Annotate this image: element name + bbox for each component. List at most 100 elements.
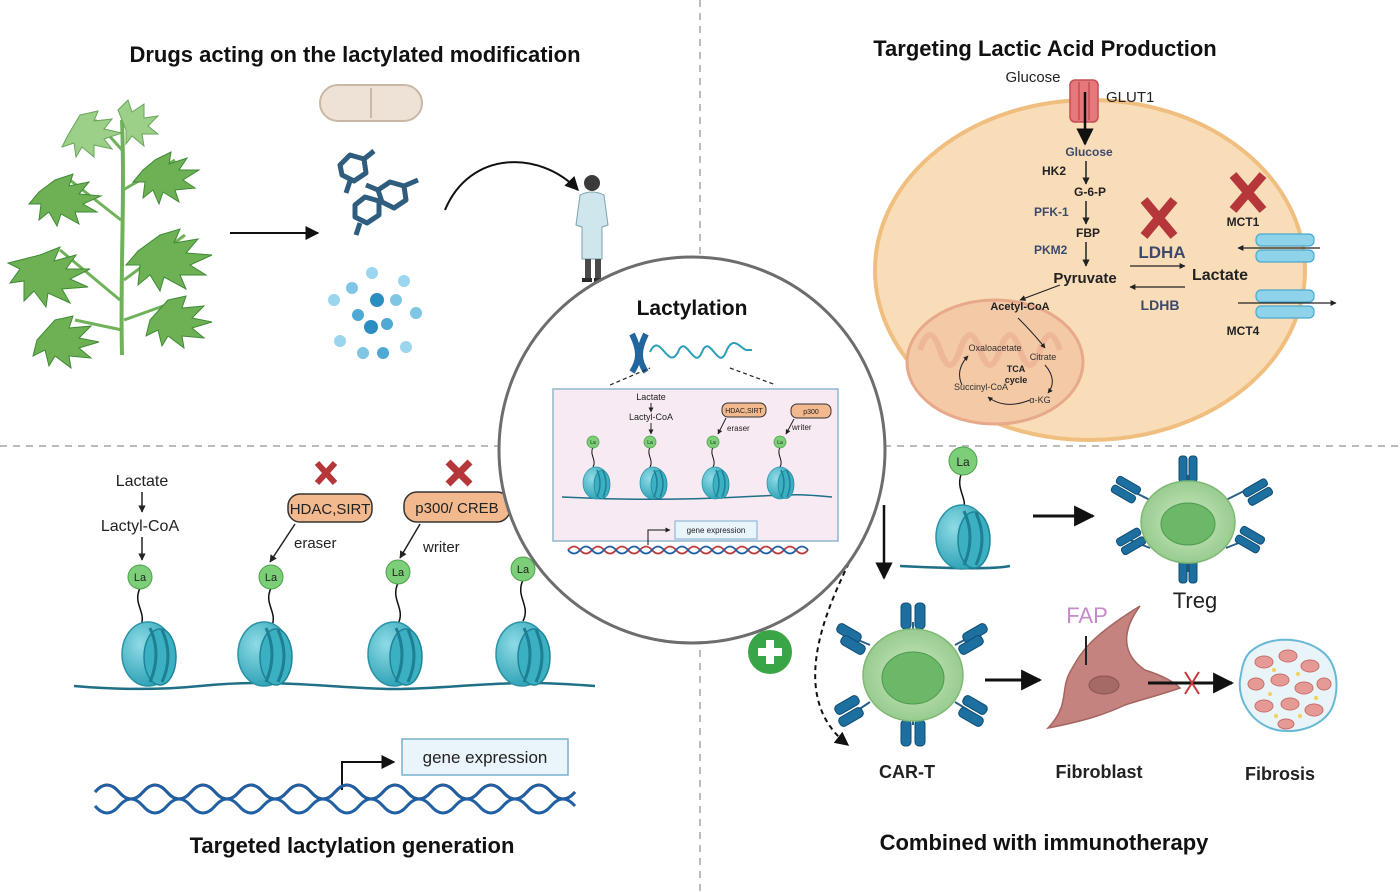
fap-label: FAP — [1066, 603, 1108, 628]
plus-icon — [748, 630, 792, 674]
center-nucleosome-3 — [701, 435, 730, 500]
succinyl-coa-label: Succinyl-CoA — [954, 382, 1008, 392]
artemisia-plant-icon — [6, 99, 213, 370]
treg-label: Treg — [1173, 588, 1217, 613]
writer-label: writer — [422, 539, 460, 556]
writer-inhibit-x-icon — [445, 459, 473, 487]
dashed-arrow-to-car-t — [814, 554, 854, 746]
akg-to-succinyl-arrow — [987, 396, 1031, 405]
molecule-icon — [337, 149, 419, 236]
eraser-inhibit-x-icon — [314, 460, 338, 486]
glucose-outside-label: Glucose — [1005, 69, 1060, 86]
hk2-label: HK2 — [1042, 164, 1066, 178]
tca-label-1: TCA — [1007, 364, 1026, 374]
center-dna-strand — [561, 494, 833, 500]
center-writer-box — [790, 403, 832, 419]
fbp-label: FBP — [1076, 226, 1100, 240]
center-eraser-arrow — [717, 417, 727, 435]
droplets-icon — [328, 267, 422, 359]
mitochondrion-icon — [905, 298, 1085, 426]
ldha-label: LDHA — [1138, 243, 1185, 262]
nucleosome-4 — [494, 556, 552, 688]
zoom-panel — [552, 388, 839, 542]
drugs-to-patient-arrow — [444, 161, 579, 211]
fibroblast-label: Fibroblast — [1055, 762, 1142, 782]
chromatin-coil-icon — [649, 342, 752, 359]
mct1-inhibit-x-icon — [1229, 172, 1267, 213]
la-tag-2: La — [265, 572, 278, 584]
pyruvate-to-acetylcoa-arrow — [1019, 284, 1061, 301]
ldha-inhibit-x-icon — [1140, 197, 1178, 239]
mct4-transporter — [1255, 289, 1315, 319]
la-tag-4: La — [517, 564, 530, 576]
dna-strand — [73, 681, 596, 691]
pill-icon — [319, 84, 423, 122]
center-eraser-box — [721, 402, 767, 418]
lactylation-center-circle: Lactylation Lactate Lactyl-CoA HDAC,SIRT… — [497, 255, 887, 645]
center-nucleosome-1 — [582, 435, 611, 500]
chromosome-icon — [629, 332, 649, 374]
dna-double-helix-icon — [93, 783, 577, 815]
immuno-panel-title: Combined with immunotherapy — [880, 830, 1210, 855]
center-lactyl-coa-label: Lactyl-CoA — [629, 412, 673, 422]
succinyl-to-oxaloacetate-arrow — [959, 355, 969, 386]
nucleosome-3 — [366, 559, 424, 688]
center-la-tag-3: La — [710, 440, 716, 446]
akg-label: α-KG — [1029, 395, 1050, 405]
acetylcoa-to-citrate-arrow — [1017, 317, 1046, 349]
writer-enzyme-label: p300/ CREB — [415, 500, 498, 517]
eraser-enzyme-label: HDAC,SIRT — [290, 501, 371, 518]
writer-arrow — [399, 523, 421, 559]
oxaloacetate-label: Oxaloacetate — [968, 343, 1021, 353]
pyruvate-label: Pyruvate — [1053, 270, 1116, 287]
center-dna-helix-icon — [567, 545, 809, 555]
la-tag-immuno: La — [956, 455, 970, 469]
acetyl-coa-label: Acetyl-CoA — [990, 301, 1049, 313]
g6p-label: G-6-P — [1074, 185, 1106, 199]
citrate-to-akg-arrow — [1044, 364, 1053, 394]
lactyl-coa-label: Lactyl-CoA — [101, 518, 180, 535]
eraser-arrow — [269, 523, 296, 563]
car-t-cell-icon — [834, 602, 988, 747]
center-writer-arrow — [785, 418, 795, 435]
center-writer-label: writer — [791, 423, 812, 432]
lactate-label: Lactate — [1192, 267, 1248, 284]
lactic-panel-title: Targeting Lactic Acid Production — [873, 36, 1216, 61]
nucleosome-1 — [120, 564, 178, 688]
lactylation-title: Lactylation — [637, 297, 748, 320]
fibrosis-tissue-icon — [1238, 638, 1338, 733]
center-transcription-arrow — [647, 527, 671, 545]
fibrosis-label: Fibrosis — [1245, 764, 1315, 784]
tca-label-2: cycle — [1005, 375, 1028, 385]
immunotherapy-section: La Treg — [748, 446, 1338, 855]
patient-icon — [575, 175, 609, 282]
lactylated-nucleosome — [899, 446, 1011, 571]
blocked-x-icon — [1184, 671, 1200, 695]
nucleosome-2 — [236, 564, 294, 688]
center-nucleosome-2 — [639, 435, 668, 500]
zoom-line-right — [729, 367, 777, 386]
treg-cell-icon — [1109, 455, 1275, 584]
pfk1-label: PFK-1 — [1034, 205, 1069, 219]
gene-expression-label: gene expression — [423, 748, 548, 767]
targeted-panel-title: Targeted lactylation generation — [190, 833, 515, 858]
center-la-tag-2: La — [647, 440, 653, 446]
center-gene-expression-box — [674, 520, 758, 540]
zoom-line-left — [609, 367, 651, 386]
car-t-label: CAR-T — [879, 762, 935, 782]
mct1-label: MCT1 — [1227, 215, 1260, 229]
center-eraser-label: eraser — [727, 424, 750, 433]
center-la-tag-4: La — [777, 440, 783, 446]
center-eraser-box-label: HDAC,SIRT — [725, 408, 763, 415]
eraser-enzyme-box — [287, 493, 373, 523]
la-tag-1: La — [134, 572, 147, 584]
center-lactate-label: Lactate — [636, 392, 666, 402]
lactate-label: Lactate — [116, 473, 169, 490]
mct4-label: MCT4 — [1227, 324, 1260, 338]
transcription-start-arrow — [341, 755, 396, 790]
citrate-label: Citrate — [1030, 352, 1057, 362]
gene-expression-box — [401, 738, 569, 776]
center-nucleosome-4 — [766, 435, 795, 500]
center-writer-box-label: p300 — [803, 409, 819, 416]
